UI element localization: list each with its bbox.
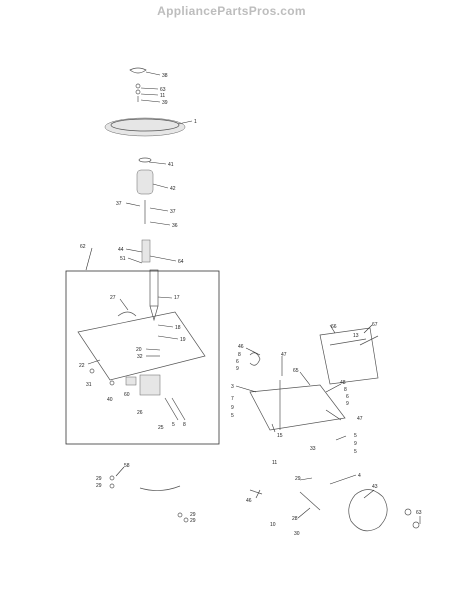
callout-63: 63 (160, 87, 166, 93)
callout-6: 6 (236, 359, 239, 365)
shaft-assembly-part (136, 157, 159, 322)
callout-3: 3 (231, 384, 234, 390)
callout-29: 29 (190, 518, 196, 524)
callout-42: 42 (170, 186, 176, 192)
callout-40: 40 (107, 397, 113, 403)
callout-27: 27 (110, 295, 116, 301)
callout-1: 1 (194, 119, 197, 125)
callout-38: 38 (162, 73, 168, 79)
callout-15: 15 (277, 433, 283, 439)
callout-63: 63 (416, 510, 422, 516)
callout-44: 44 (118, 247, 124, 253)
callout-8: 8 (238, 352, 241, 358)
callout-58: 58 (124, 463, 130, 469)
callout-39: 39 (162, 100, 168, 106)
callout-26: 26 (137, 410, 143, 416)
callout-5: 5 (172, 422, 175, 428)
callout-32: 32 (137, 354, 143, 360)
callout-48: 48 (340, 380, 346, 386)
callout-30: 30 (294, 531, 300, 537)
callout-47: 47 (357, 416, 363, 422)
callout-67: 67 (372, 322, 378, 328)
callout-62: 62 (80, 244, 86, 250)
callout-5: 5 (354, 449, 357, 455)
callout-17: 17 (174, 295, 180, 301)
right-bracket-part (249, 327, 420, 532)
callout-51: 51 (120, 256, 126, 262)
leader-lines (85, 71, 421, 524)
callout-47: 47 (281, 352, 287, 358)
callout-46: 46 (246, 498, 252, 504)
lower-left-part (109, 475, 189, 523)
watermark: AppliancePartsPros.com (157, 4, 306, 18)
callout-43: 43 (372, 484, 378, 490)
callout-66: 66 (331, 324, 337, 330)
callout-41: 41 (168, 162, 174, 168)
tray-plate-part (104, 117, 186, 137)
knob-part (129, 67, 147, 102)
lever-bracket-part (77, 311, 206, 421)
callout-65: 65 (293, 368, 299, 374)
callout-37: 37 (116, 201, 122, 207)
callout-25: 25 (158, 425, 164, 431)
callout-labels: 38 63 11 39 1 41 42 37 37 36 62 44 51 64… (79, 73, 422, 537)
callout-5: 5 (354, 433, 357, 439)
callout-29: 29 (96, 483, 102, 489)
callout-31: 31 (86, 382, 92, 388)
callout-19: 19 (180, 337, 186, 343)
callout-60: 60 (124, 392, 130, 398)
callout-13: 13 (353, 333, 359, 339)
callout-7: 7 (231, 396, 234, 402)
callout-29: 29 (190, 512, 196, 518)
callout-22: 22 (79, 363, 85, 369)
callout-46: 46 (238, 344, 244, 350)
callout-9: 9 (354, 441, 357, 447)
callout-29: 29 (295, 476, 301, 482)
callout-18: 18 (175, 325, 181, 331)
callout-33: 33 (310, 446, 316, 452)
inset-box (65, 270, 220, 445)
callout-9: 9 (231, 405, 234, 411)
callout-8: 8 (344, 387, 347, 393)
callout-10: 10 (270, 522, 276, 528)
callout-9: 9 (236, 366, 239, 372)
callout-9: 9 (346, 401, 349, 407)
callout-64: 64 (178, 259, 184, 265)
callout-6: 6 (346, 394, 349, 400)
callout-36: 36 (172, 223, 178, 229)
callout-8: 8 (183, 422, 186, 428)
callout-11: 11 (160, 93, 165, 99)
callout-28: 28 (292, 516, 298, 522)
callout-11: 11 (272, 460, 277, 466)
callout-29: 29 (96, 476, 102, 482)
callout-5: 5 (231, 413, 234, 419)
callout-37: 37 (170, 209, 176, 215)
callout-20: 20 (136, 347, 142, 353)
callout-4: 4 (358, 473, 361, 479)
